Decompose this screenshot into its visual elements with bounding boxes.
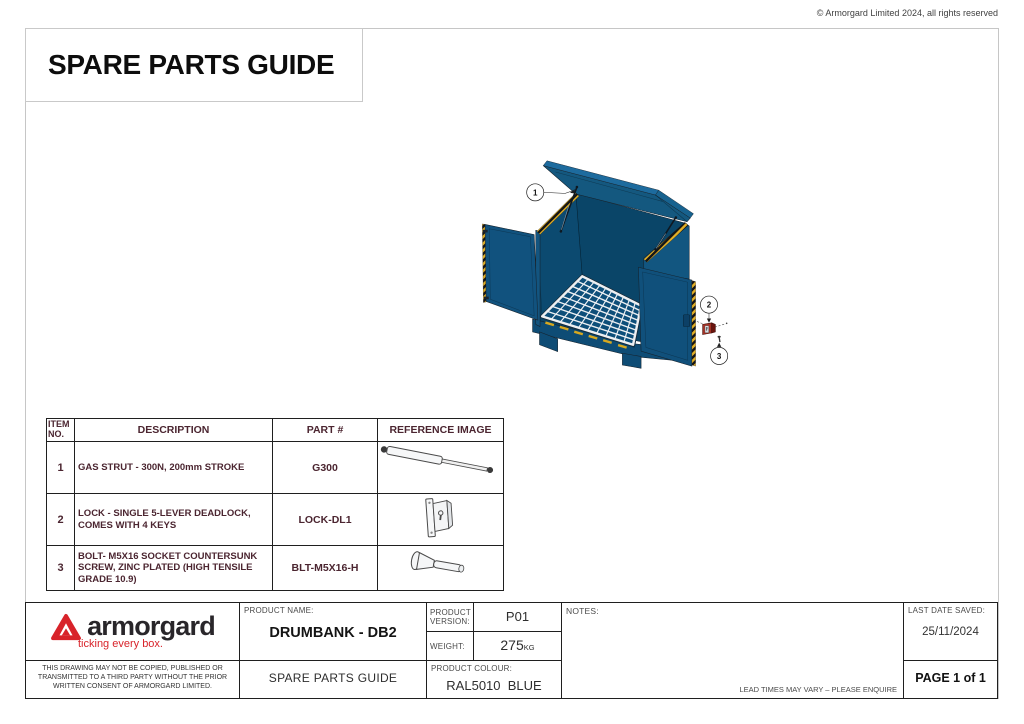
col-header-part-number: PART #	[272, 418, 378, 442]
disclaimer-cell: THIS DRAWING MAY NOT BE COPIED, PUBLISHE…	[26, 661, 240, 698]
page-number: PAGE 1 of 1	[915, 671, 986, 685]
col-header-description: DESCRIPTION	[74, 418, 273, 442]
lead-time-note: LEAD TIMES MAY VARY – PLEASE ENQUIRE	[739, 685, 897, 694]
weight-value-cell: 275KG	[474, 632, 562, 661]
title-block: armorgard ticking every box. THIS DRAWIN…	[25, 602, 998, 699]
deadlock-image	[377, 493, 504, 546]
last-date-saved-value: 25/11/2024	[922, 626, 979, 638]
product-colour-label: PRODUCT COLOUR:	[431, 664, 513, 673]
logo-cell: armorgard ticking every box.	[26, 603, 240, 661]
countersunk-bolt-image	[377, 545, 504, 591]
part-description: LOCK - SINGLE 5-LEVER DEADLOCK, COMES WI…	[74, 493, 273, 546]
disclaimer-text: THIS DRAWING MAY NOT BE COPIED, PUBLISHE…	[37, 665, 228, 691]
callout-3-number: 3	[717, 352, 722, 361]
product-colour-value: RAL5010 BLUE	[446, 678, 542, 693]
exploded-bolt-part	[717, 335, 721, 343]
part-number: LOCK-DL1	[272, 493, 378, 546]
product-version-label-cell: PRODUCT VERSION:	[427, 603, 474, 632]
product-name-value: DRUMBANK - DB2	[269, 625, 397, 641]
weight-label: WEIGHT:	[430, 641, 465, 651]
forklift-foot	[539, 331, 558, 353]
title-box: SPARE PARTS GUIDE	[25, 28, 363, 102]
product-name-cell: PRODUCT NAME: DRUMBANK - DB2	[240, 603, 427, 661]
col-header-reference-image: REFERENCE IMAGE	[377, 418, 504, 442]
sump-hazard-marks	[545, 321, 627, 349]
floor-grating	[540, 274, 643, 347]
table-row: 1 GAS STRUT - 300N, 200mm STROKE G300	[46, 441, 504, 494]
door-handle-recess	[683, 314, 691, 327]
parts-table-header-row: ITEM NO. DESCRIPTION PART # REFERENCE IM…	[46, 418, 504, 442]
gas-strut-left	[559, 185, 579, 233]
copyright-text: © Armorgard Limited 2024, all rights res…	[816, 8, 998, 18]
page-number-cell: PAGE 1 of 1	[904, 661, 997, 698]
notes-cell: NOTES: LEAD TIMES MAY VARY – PLEASE ENQU…	[562, 603, 904, 698]
part-description: BOLT- M5X16 SOCKET COUNTERSUNK SCREW, ZI…	[74, 545, 273, 591]
page-title: SPARE PARTS GUIDE	[48, 49, 335, 80]
left-edge-hazard-stripe	[536, 192, 580, 235]
callout-2-number: 2	[707, 301, 712, 310]
last-date-saved-cell: LAST DATE SAVED: 25/11/2024	[904, 603, 997, 661]
gas-strut-image	[377, 441, 504, 494]
part-description: GAS STRUT - 300N, 200mm STROKE	[74, 441, 273, 494]
door-hinge	[483, 296, 489, 300]
gas-strut-right	[654, 216, 678, 251]
item-no: 3	[46, 545, 75, 591]
parts-table: ITEM NO. DESCRIPTION PART # REFERENCE IM…	[46, 418, 504, 591]
callout-1-number: 1	[533, 188, 538, 197]
document-type: SPARE PARTS GUIDE	[268, 671, 398, 685]
product-name-label: PRODUCT NAME:	[244, 606, 314, 615]
left-door	[484, 224, 539, 321]
product-version-label: PRODUCT VERSION:	[430, 608, 471, 626]
part-number: BLT-M5X16-H	[272, 545, 378, 591]
left-door-hazard-stripe	[482, 223, 487, 303]
item-no: 2	[46, 493, 75, 546]
part-number: G300	[272, 441, 378, 494]
col-header-item-no: ITEM NO.	[46, 418, 75, 442]
weight-unit: KG	[523, 643, 535, 652]
right-door-hazard-stripe	[691, 280, 696, 367]
exploded-lock-part	[693, 319, 728, 335]
document-type-cell: SPARE PARTS GUIDE	[240, 661, 427, 698]
door-hinge	[482, 229, 488, 233]
item-no: 1	[46, 441, 75, 494]
forklift-foot	[622, 352, 642, 369]
armorgard-logo-icon	[51, 613, 82, 640]
drumbank-drawing: 1 2 3	[482, 160, 729, 369]
table-row: 3 BOLT- M5X16 SOCKET COUNTERSUNK SCREW, …	[46, 545, 504, 591]
last-date-saved-label: LAST DATE SAVED:	[908, 606, 986, 615]
callout-2: 2	[700, 295, 718, 314]
right-door	[638, 266, 693, 367]
right-edge-hazard-stripe	[643, 222, 689, 263]
brand-tagline: ticking every box.	[78, 638, 163, 650]
callout-1: 1	[526, 183, 545, 202]
brand-wordmark: armorgard	[87, 611, 216, 641]
notes-label: NOTES:	[566, 606, 599, 616]
weight-label-cell: WEIGHT:	[427, 632, 474, 661]
callout-3: 3	[710, 347, 729, 365]
product-version-value-cell: P01	[474, 603, 562, 632]
product-version-value: P01	[505, 609, 530, 624]
table-row: 2 LOCK - SINGLE 5-LEVER DEADLOCK, COMES …	[46, 493, 504, 546]
weight-value: 275KG	[500, 637, 535, 653]
product-colour-cell: PRODUCT COLOUR: RAL5010 BLUE	[427, 661, 562, 698]
